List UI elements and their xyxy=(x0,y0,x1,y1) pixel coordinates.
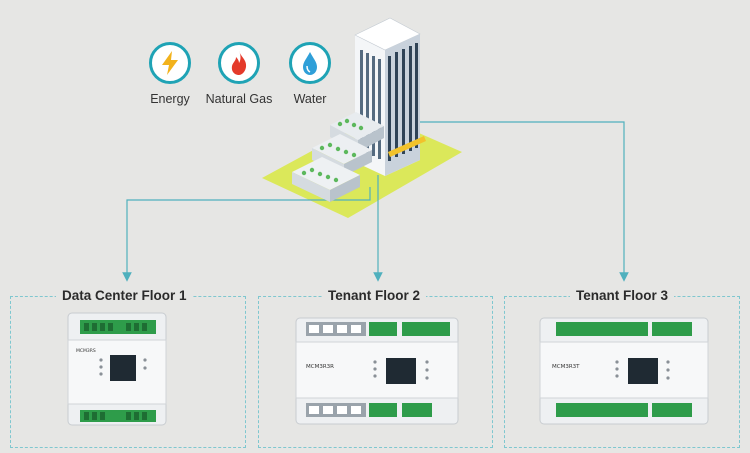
utility-label: Energy xyxy=(150,92,190,106)
device-floor-3: MCM3R3T xyxy=(539,317,709,425)
device-model-label: MCM3RS xyxy=(76,348,96,354)
device-floor-2: MCM3R3R xyxy=(295,317,459,425)
utility-label: Natural Gas xyxy=(205,92,273,106)
device-floor-1: MCM3RS xyxy=(67,312,167,426)
utility-natural-gas: Natural Gas xyxy=(199,42,279,106)
lightning-bolt-icon xyxy=(149,42,191,84)
floor-panel-2 xyxy=(258,296,493,448)
floor-panel-3 xyxy=(504,296,740,448)
utility-water: Water xyxy=(270,42,350,106)
floor-title-1: Data Center Floor 1 xyxy=(56,287,193,305)
floor-title-3: Tenant Floor 3 xyxy=(570,287,675,305)
connector-lines xyxy=(122,121,629,282)
floor-title-2: Tenant Floor 2 xyxy=(322,287,427,305)
device-model-label: MCM3R3R xyxy=(306,364,334,370)
floor-panel-1 xyxy=(10,296,246,448)
connector-floor-1 xyxy=(122,187,371,282)
device-model-label: MCM3R3T xyxy=(552,364,580,370)
connector-floor-3 xyxy=(420,121,629,282)
water-drop-icon xyxy=(289,42,331,84)
building-illustration xyxy=(292,17,426,202)
utility-energy: Energy xyxy=(130,42,210,106)
utility-label: Water xyxy=(293,92,327,106)
flame-icon xyxy=(218,42,260,84)
